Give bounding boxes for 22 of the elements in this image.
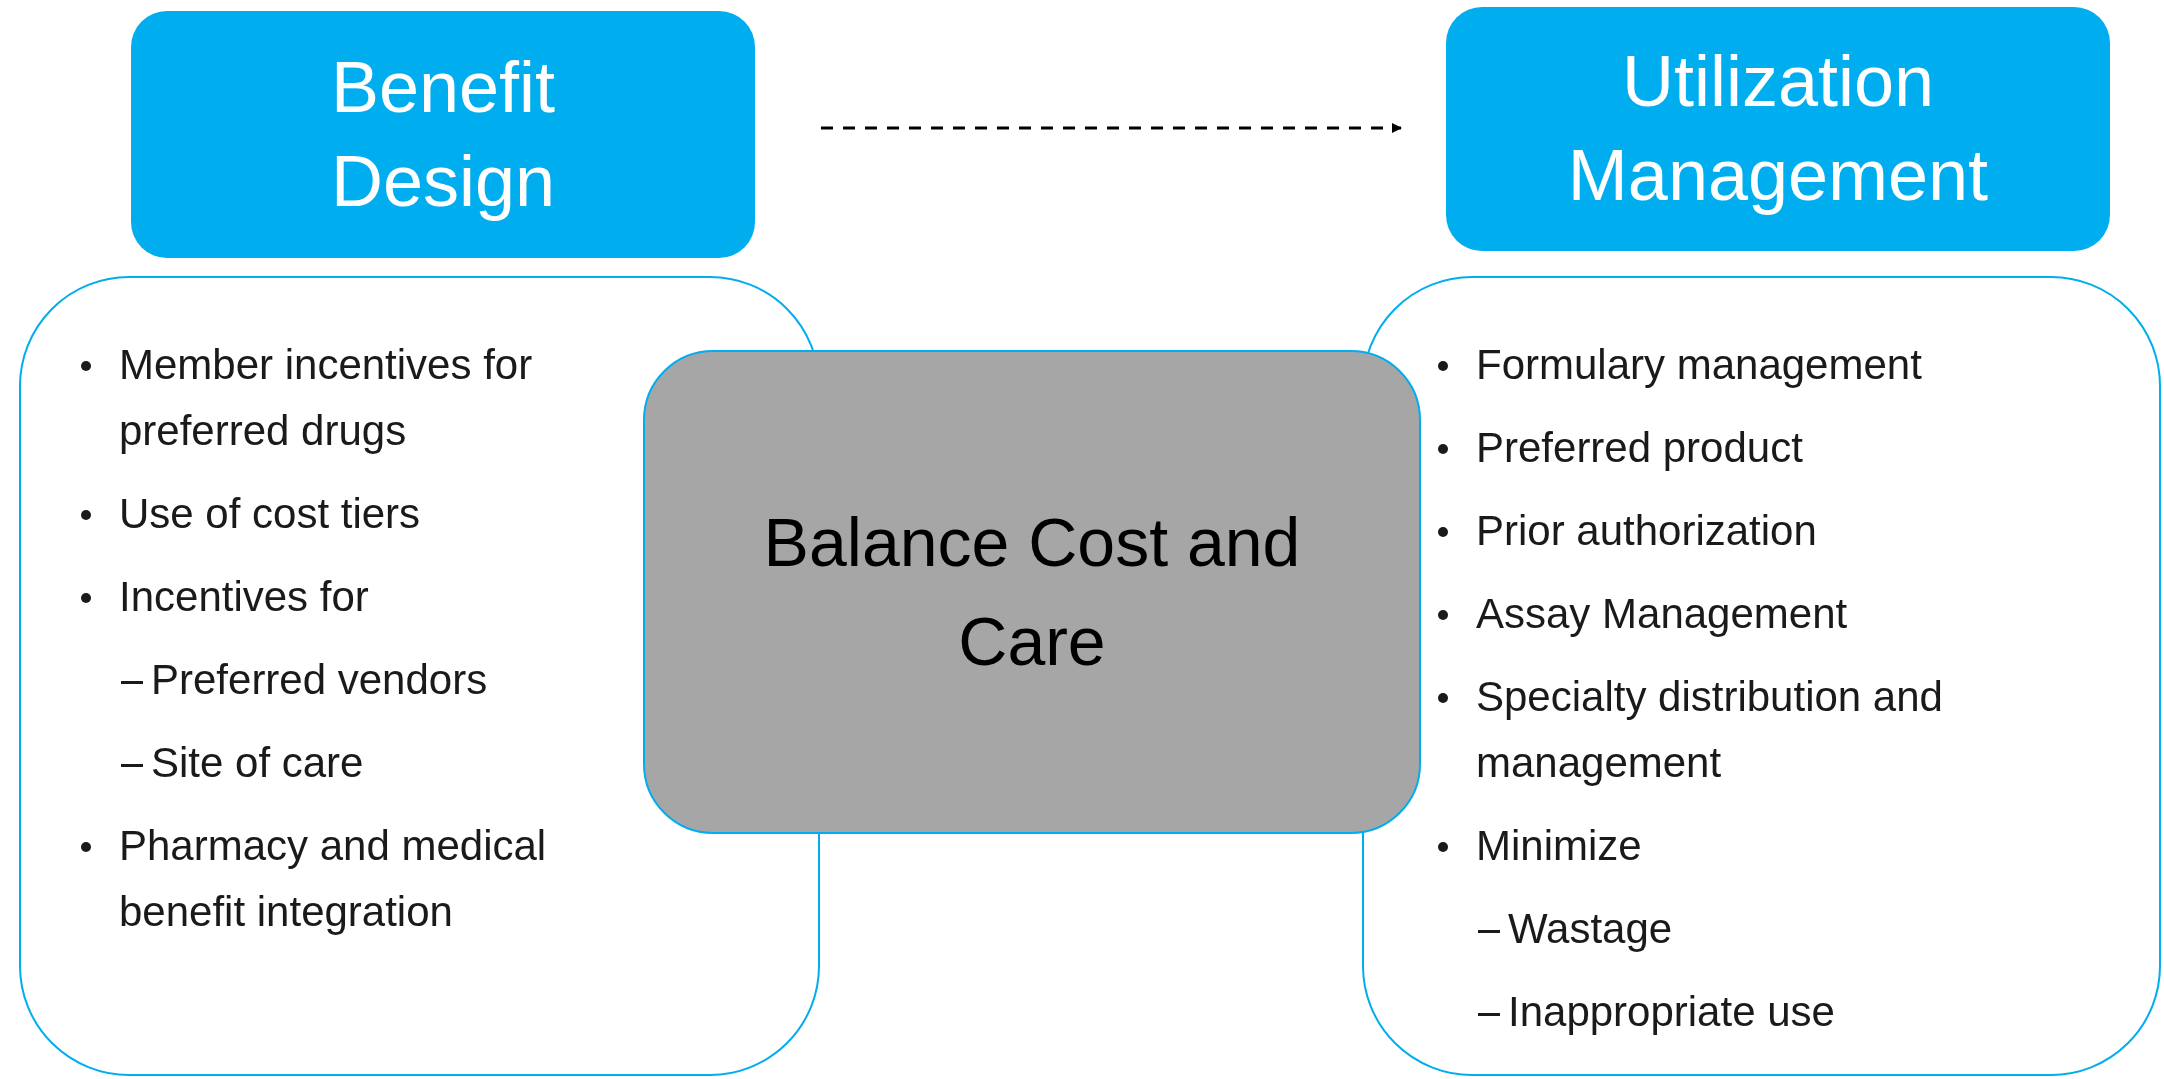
list-item-text: Assay Management <box>1476 589 1848 639</box>
heading-box <box>131 11 755 258</box>
list-item-text: Specialty distribution and management <box>1476 672 1944 788</box>
list-item-text: Site of care <box>151 738 364 788</box>
list-box <box>1362 276 2161 1076</box>
list-item-text: Incentives for <box>119 572 369 622</box>
dashed-arrow <box>821 123 1402 133</box>
list-item-text: Use of cost tiers <box>119 489 421 539</box>
list-item-text: Pharmacy and medical benefit integration <box>119 821 548 937</box>
heading-text: Utilization Management <box>1566 40 1990 217</box>
list-item-text: Preferred vendors <box>151 655 488 705</box>
list-item-text: Minimize <box>1476 821 1642 871</box>
list-item-text: Wastage <box>1508 904 1673 954</box>
center-text: Balance Cost and Care <box>762 503 1302 681</box>
heading-box <box>1446 7 2110 251</box>
center-box <box>643 350 1421 834</box>
list-item-text: Inappropriate use <box>1508 987 1835 1037</box>
list-item-text: Preferred product <box>1476 423 1803 473</box>
list-item-text: Prior authorization <box>1476 506 1817 556</box>
heading-text: Benefit Design <box>329 45 557 223</box>
list-item-text: Formulary management <box>1476 340 1922 390</box>
list-item-text: Member incentives for preferred drugs <box>119 340 534 456</box>
